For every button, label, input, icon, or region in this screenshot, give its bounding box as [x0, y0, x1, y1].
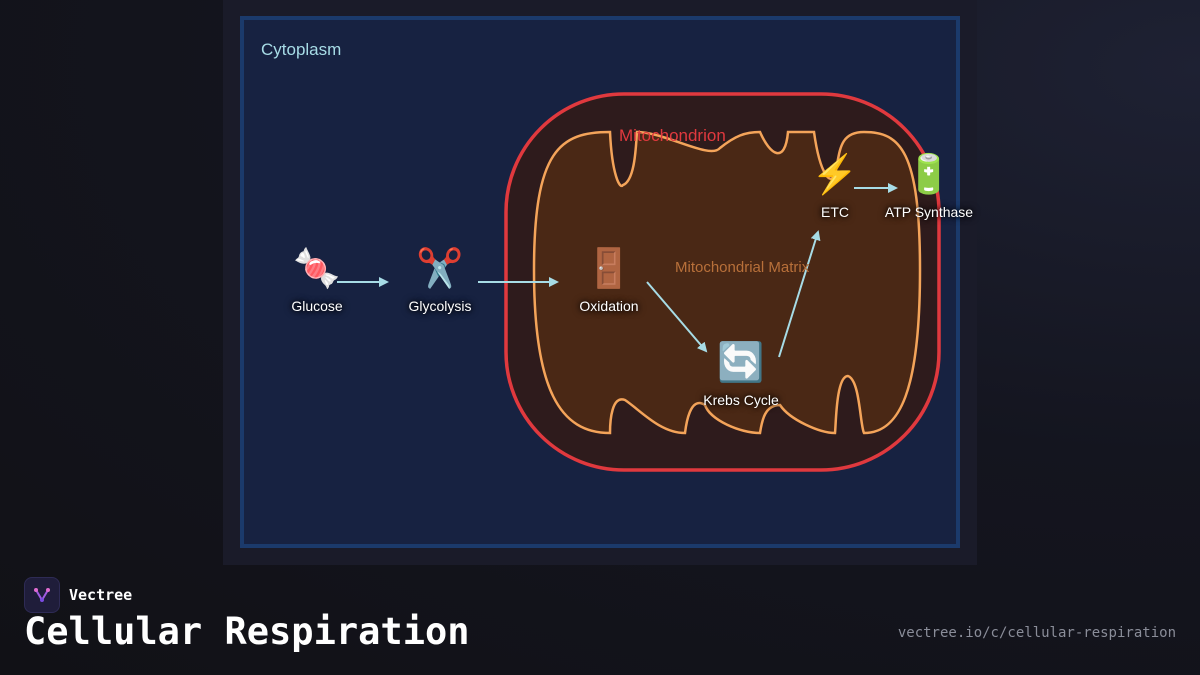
- krebs-cycle-label: Krebs Cycle: [703, 392, 779, 408]
- page-url[interactable]: vectree.io/c/cellular-respiration: [897, 625, 1176, 641]
- arrow-oxidation-krebs: [646, 281, 708, 353]
- brand[interactable]: Vectree: [24, 577, 132, 613]
- oxidation-label: Oxidation: [579, 298, 639, 314]
- mitochondrion-inner-membrane: [532, 130, 922, 435]
- door-icon: 🚪: [585, 248, 633, 290]
- etc-label: ETC: [821, 204, 849, 220]
- scissors-icon: ✂️: [416, 248, 464, 290]
- matrix-label: Mitochondrial Matrix: [675, 259, 810, 276]
- mitochondrion-label: Mitochondrion: [619, 126, 726, 145]
- atp-synthase-label: ATP Synthase: [884, 204, 974, 220]
- glycolysis-label: Glycolysis: [408, 298, 472, 314]
- lightning-icon: ⚡: [811, 154, 859, 196]
- arrow-krebs-etc: [778, 230, 821, 358]
- vectree-logo-icon: [24, 577, 60, 613]
- candy-icon: 🍬: [293, 248, 341, 290]
- battery-icon: 🔋: [905, 154, 953, 196]
- page-title: Cellular Respiration: [24, 610, 470, 653]
- brand-name: Vectree: [69, 586, 133, 604]
- cycle-arrows-icon: 🔄: [717, 342, 765, 384]
- cytoplasm-label: Cytoplasm: [261, 40, 342, 59]
- glucose-label: Glucose: [291, 298, 343, 314]
